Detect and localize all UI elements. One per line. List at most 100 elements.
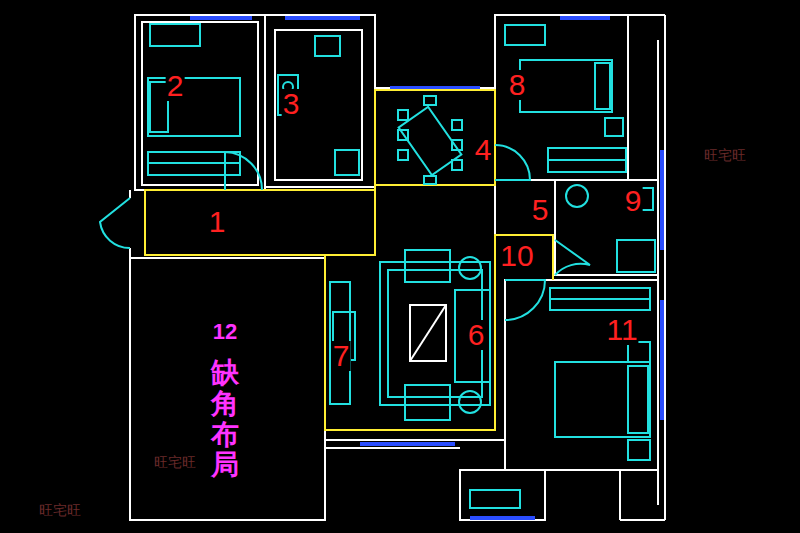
- furniture: [459, 391, 481, 413]
- room-number: 5: [531, 195, 550, 225]
- room-number: 3: [282, 89, 301, 119]
- room-number: 1: [208, 207, 227, 237]
- zone-outline: [375, 90, 495, 185]
- furniture: [330, 282, 350, 404]
- furniture: [459, 257, 481, 279]
- furniture: [595, 63, 610, 109]
- room-number: 7: [332, 341, 351, 371]
- furniture: [555, 362, 650, 437]
- furniture: [452, 160, 462, 170]
- furniture: [380, 262, 490, 405]
- furniture: [424, 176, 436, 184]
- wall: [619, 470, 621, 520]
- door: [495, 145, 530, 180]
- window: [190, 18, 662, 518]
- room-number: 11: [605, 315, 638, 345]
- wall: [628, 14, 665, 16]
- region-label: 缺角布局: [211, 358, 239, 481]
- zone-outline: [325, 235, 553, 430]
- room-number: 8: [508, 70, 527, 100]
- wall: [142, 22, 258, 185]
- door: [505, 280, 545, 320]
- window: [560, 16, 610, 20]
- furniture: [405, 250, 450, 282]
- wall: [129, 190, 131, 198]
- wall: [374, 15, 376, 88]
- window: [660, 150, 664, 250]
- wall: [325, 439, 505, 441]
- wall: [265, 15, 375, 187]
- furniture: [505, 25, 545, 45]
- window: [470, 516, 535, 520]
- room-number: 9: [624, 186, 643, 216]
- furniture: [470, 490, 520, 508]
- furniture: [548, 148, 626, 172]
- wall: [130, 258, 325, 520]
- watermark: 旺宅旺: [704, 148, 746, 162]
- furniture: [150, 24, 200, 46]
- zone-outline: [145, 90, 553, 430]
- furniture: [405, 385, 450, 420]
- furniture: [148, 78, 240, 136]
- furniture: [148, 162, 240, 164]
- furniture: [398, 110, 408, 120]
- furniture: [605, 118, 623, 136]
- wall: [135, 15, 265, 190]
- room-number: 4: [474, 135, 493, 165]
- furniture: [424, 96, 436, 105]
- furniture: [315, 36, 340, 56]
- region-number: 12: [212, 321, 238, 343]
- wall: [504, 440, 506, 470]
- wall: [620, 519, 665, 521]
- watermark: 旺宅旺: [154, 455, 196, 469]
- wall: [275, 30, 362, 180]
- wall: [129, 248, 131, 258]
- wall: [664, 505, 666, 520]
- wall: [494, 180, 496, 235]
- wall: [495, 15, 628, 180]
- wall: [130, 15, 665, 520]
- furniture: [617, 240, 655, 272]
- wall: [375, 87, 495, 89]
- door: [555, 240, 590, 275]
- wall: [664, 15, 666, 510]
- furniture: [148, 152, 240, 175]
- furniture: [566, 185, 588, 207]
- furniture: [148, 24, 655, 508]
- room-number: 2: [166, 71, 185, 101]
- furniture: [399, 107, 462, 175]
- furniture: [410, 305, 446, 361]
- window: [660, 300, 664, 420]
- window: [360, 442, 455, 446]
- furniture: [520, 60, 612, 112]
- furniture: [628, 366, 648, 433]
- furniture: [410, 305, 446, 361]
- zone-outline: [325, 185, 375, 255]
- wall: [505, 280, 658, 470]
- furniture: [398, 130, 408, 140]
- furniture: [452, 140, 462, 150]
- furniture: [628, 440, 650, 460]
- wall: [545, 469, 620, 471]
- door: [225, 152, 262, 190]
- window: [190, 16, 252, 20]
- wall: [555, 180, 658, 275]
- furniture: [410, 305, 446, 361]
- door: [100, 198, 130, 248]
- furniture: [550, 288, 650, 310]
- room-number: 6: [467, 320, 486, 350]
- furniture: [628, 342, 650, 362]
- watermark: 旺宅旺: [39, 503, 81, 517]
- furniture: [550, 298, 650, 300]
- furniture: [335, 150, 359, 175]
- furniture: [548, 159, 626, 161]
- window: [285, 16, 360, 20]
- zone-outline: [145, 190, 375, 255]
- furniture: [452, 120, 462, 130]
- wall: [460, 470, 545, 520]
- door: [100, 145, 590, 320]
- furniture: [398, 150, 408, 160]
- furniture: [455, 290, 490, 382]
